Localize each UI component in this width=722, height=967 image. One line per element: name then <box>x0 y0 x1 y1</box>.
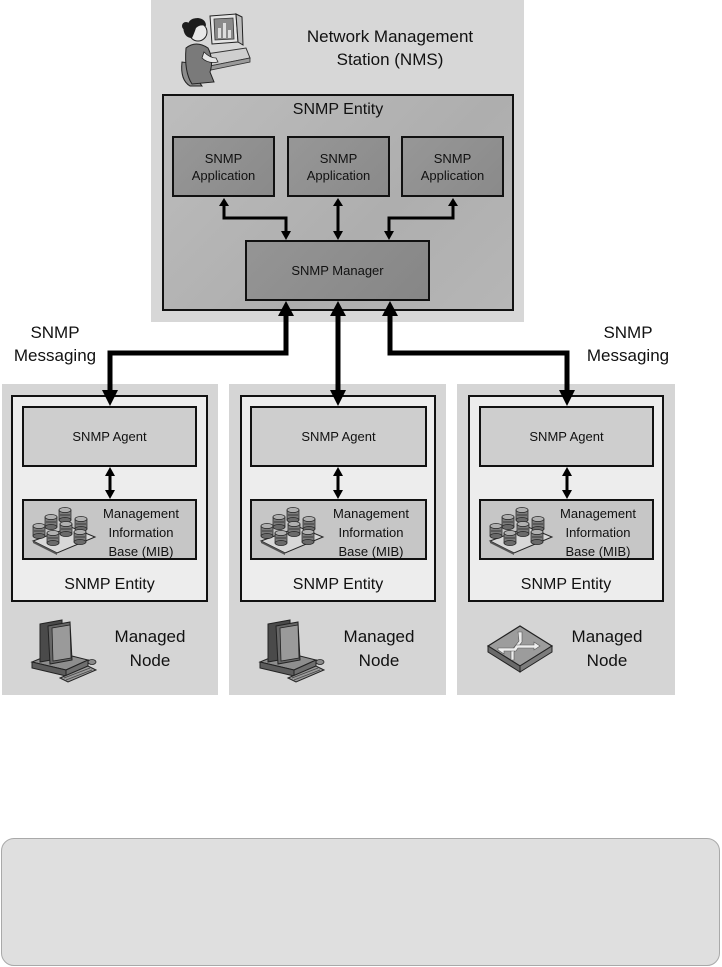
node-1-mib: Management Information Base (MIB) <box>22 499 197 560</box>
manager-label: SNMP Manager <box>291 263 384 278</box>
mib-line3: Base (MIB) <box>338 544 404 559</box>
messaging-connector-node3 <box>387 314 570 392</box>
arrowhead-up <box>105 467 115 476</box>
node-2-snmp-agent: SNMP Agent <box>250 406 427 467</box>
mib-line2: Information <box>565 525 631 540</box>
nms-entity-label: SNMP Entity <box>292 101 384 118</box>
node-3-label: Managed Node <box>557 625 657 673</box>
app-label-line1: SNMP <box>433 150 472 166</box>
mib-line1: Management <box>333 506 409 521</box>
node-2-mib: Management Information Base (MIB) <box>250 499 427 560</box>
caption-box <box>1 838 720 966</box>
node-label-line1: Managed <box>114 627 186 646</box>
mib-line1: Management <box>560 506 636 521</box>
snmp-application-2: SNMP Application <box>287 136 390 197</box>
arrowhead-down <box>330 390 346 406</box>
arrowhead-up <box>333 198 343 206</box>
app-label-line2: Application <box>191 167 256 183</box>
agent-label: SNMP Agent <box>301 429 376 444</box>
mib-line1: Management <box>103 506 179 521</box>
node-3-mib: Management Information Base (MIB) <box>479 499 654 560</box>
app-label-line2: Application <box>306 167 371 183</box>
router-icon <box>486 625 554 673</box>
messaging-left-line2: Messaging <box>13 346 97 365</box>
app-label-line1: SNMP <box>204 150 243 166</box>
app3-manager-connector <box>387 204 455 232</box>
node-label-line1: Managed <box>571 627 643 646</box>
mib-line2: Information <box>338 525 404 540</box>
arrowhead-up <box>382 301 398 316</box>
arrowhead-down <box>562 490 572 499</box>
messaging-label-right: SNMP Messaging <box>578 321 678 367</box>
arrowhead-down <box>102 390 118 406</box>
messaging-right-line2: Messaging <box>586 346 670 365</box>
node-label-line1: Managed <box>343 627 415 646</box>
node-label-line2: Node <box>586 651 628 670</box>
nms-title-line1: Network Management <box>306 27 474 46</box>
arrowhead-up <box>562 467 572 476</box>
arrowhead-down <box>559 390 575 406</box>
arrowhead-up <box>219 198 229 206</box>
arrowhead-up <box>333 467 343 476</box>
mib-label: Management Information Base (MIB) <box>93 504 189 561</box>
node-2-entity-label: SNMP Entity <box>292 576 384 593</box>
mib-line3: Base (MIB) <box>565 544 631 559</box>
app-label-line1: SNMP <box>319 150 358 166</box>
node-label-line2: Node <box>129 651 171 670</box>
messaging-connector-node1 <box>107 314 289 392</box>
mib-label: Management Information Base (MIB) <box>323 504 419 561</box>
nms-title-line2: Station (NMS) <box>336 50 444 69</box>
node-1-label: Managed Node <box>100 625 200 673</box>
arrowhead-down <box>333 231 343 240</box>
arrowhead-down <box>384 231 394 240</box>
mib-line2: Information <box>108 525 174 540</box>
node-1-snmp-agent: SNMP Agent <box>22 406 197 467</box>
node-label-line2: Node <box>358 651 400 670</box>
agent-label: SNMP Agent <box>529 429 604 444</box>
agent-label: SNMP Agent <box>72 429 147 444</box>
messaging-right-line1: SNMP <box>603 323 653 342</box>
snmp-application-3: SNMP Application <box>401 136 504 197</box>
node-3-entity-label: SNMP Entity <box>520 576 612 593</box>
snmp-manager: SNMP Manager <box>245 240 430 301</box>
app-label-line2: Application <box>420 167 485 183</box>
messaging-left-line1: SNMP <box>30 323 80 342</box>
arrowhead-up <box>330 301 346 316</box>
node-2-label: Managed Node <box>329 625 429 673</box>
node-3-snmp-agent: SNMP Agent <box>479 406 654 467</box>
mib-label: Management Information Base (MIB) <box>550 504 646 561</box>
snmp-application-1: SNMP Application <box>172 136 275 197</box>
arrowhead-up <box>448 198 458 206</box>
node-1-entity-label: SNMP Entity <box>64 576 155 593</box>
nms-title: Network Management Station (NMS) <box>290 25 490 71</box>
messaging-label-left: SNMP Messaging <box>5 321 105 367</box>
arrowhead-down <box>333 490 343 499</box>
mib-line3: Base (MIB) <box>108 544 174 559</box>
app1-manager-connector <box>222 204 288 232</box>
person-at-computer-icon <box>181 13 251 87</box>
arrowhead-up <box>278 301 294 316</box>
arrowhead-down <box>281 231 291 240</box>
arrowhead-down <box>105 490 115 499</box>
